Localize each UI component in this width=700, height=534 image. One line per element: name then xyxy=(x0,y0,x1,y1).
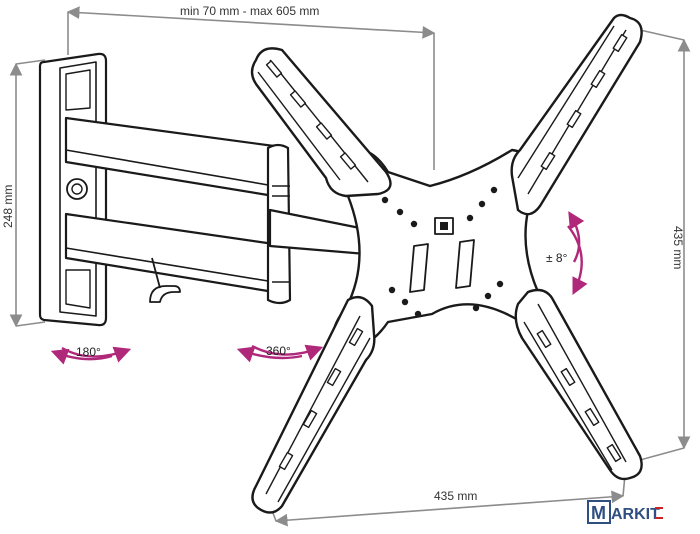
width-dimension-label: min 70 mm - max 605 mm xyxy=(180,4,319,18)
rotation-360-label: 360° xyxy=(266,344,291,358)
vesa-height-extension-top xyxy=(639,29,685,41)
leg-lower-right xyxy=(514,288,643,481)
swing-arms xyxy=(64,116,368,305)
cable-hook xyxy=(149,285,181,303)
wall-height-label: 248 mm xyxy=(1,185,15,228)
width-dimension-line xyxy=(66,6,436,39)
dimension-lines xyxy=(9,6,691,527)
tilt-label: ± 8° xyxy=(546,251,568,265)
center-slot-right xyxy=(455,239,475,289)
logo-letter-m: M xyxy=(591,503,606,523)
leg-slots xyxy=(265,33,628,471)
rotation-360-indicator xyxy=(236,344,324,363)
tilt-indicator xyxy=(567,211,588,296)
wall-height-extension-top xyxy=(15,59,46,65)
wall-height-extension-bottom xyxy=(15,321,46,327)
center-slot-left xyxy=(409,243,429,293)
vesa-width-dimension-line xyxy=(274,490,625,527)
rotation-180-label: 180° xyxy=(76,345,101,359)
markit-logo: M ARKIT xyxy=(587,500,663,524)
vesa-height-label: 435 mm xyxy=(671,226,685,269)
front-arm xyxy=(268,208,368,256)
vesa-width-label: 435 mm xyxy=(434,489,477,503)
logo-text: ARKIT xyxy=(611,506,660,523)
vesa-bracket xyxy=(250,13,643,514)
vesa-height-extension-bottom xyxy=(639,447,685,461)
leg-upper-left xyxy=(250,47,392,198)
wall-plate xyxy=(38,52,108,327)
rotation-180-indicator xyxy=(50,346,132,365)
bracket-holes xyxy=(381,186,504,318)
